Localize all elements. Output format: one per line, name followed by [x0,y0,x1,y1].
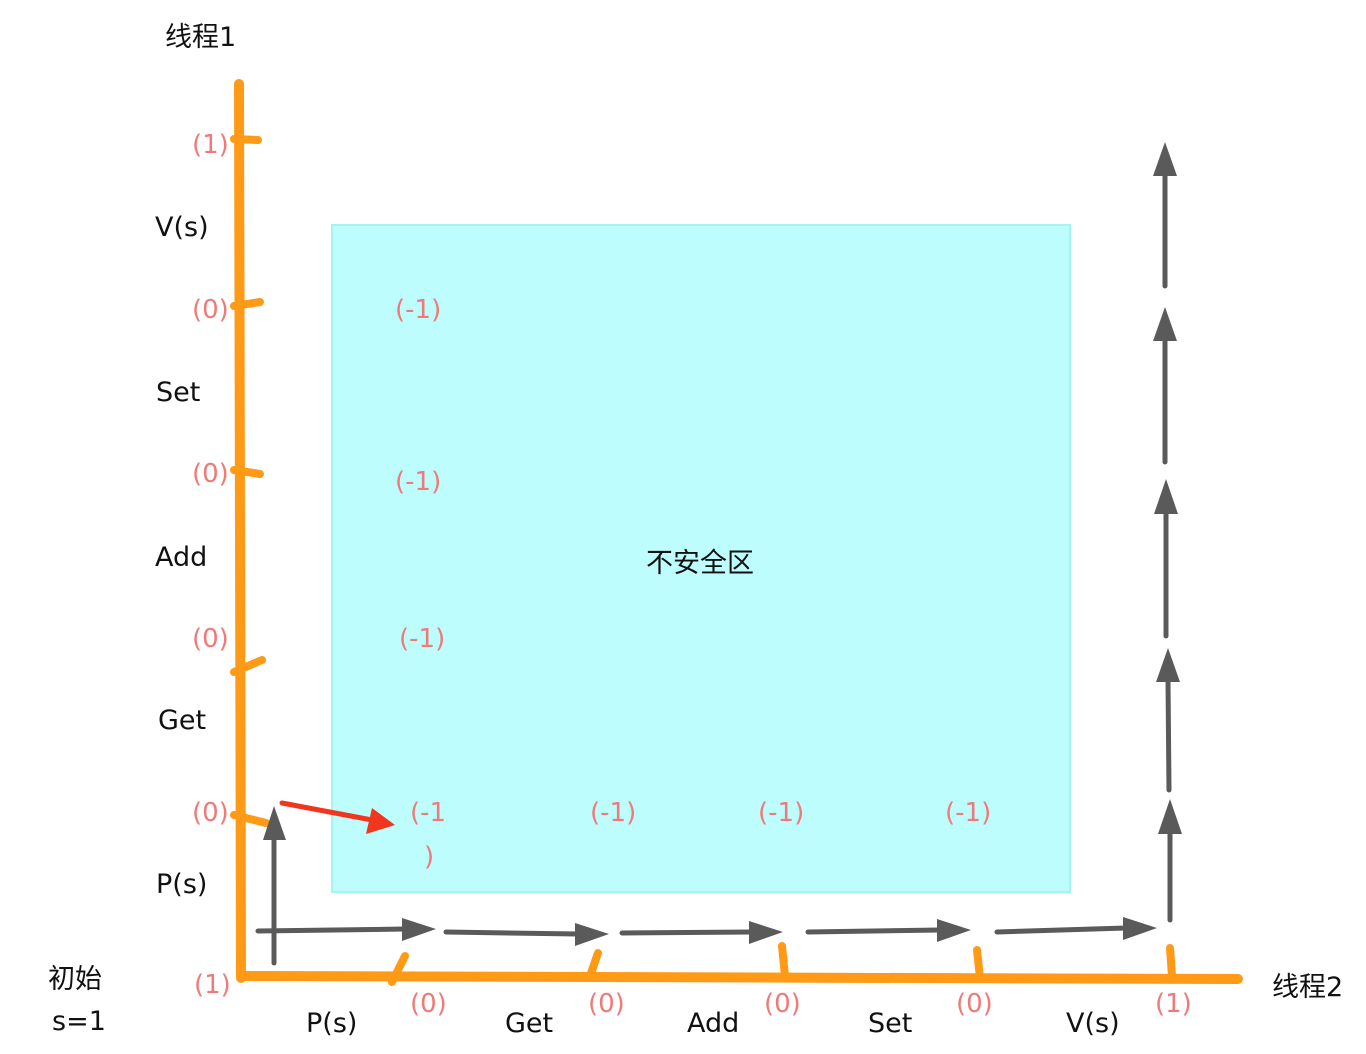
x-value: (0) [956,989,993,1019]
path-arrow-head [263,806,286,840]
zone-value: (-1) [399,624,445,654]
path-arrow-line [619,929,755,936]
path-arrow-head [1153,142,1177,176]
y-tick [230,656,266,676]
unsafe-zone [331,224,1071,893]
x-tick [388,952,409,986]
path-arrow-line [805,927,943,935]
zone-value: (-1) [590,798,636,828]
x-op-label: Set [868,1008,912,1039]
path-arrow-head [402,918,436,941]
x-op-label: V(s) [1066,1008,1120,1039]
y-value: (0) [192,798,229,828]
zone-value-wrap: ) [424,842,434,872]
path-arrow-head [1123,917,1157,940]
x-tick [586,949,602,980]
y-value: (1) [194,970,231,1000]
path-arrow-line [994,925,1129,935]
path-arrow-line [443,929,581,937]
y-value: (0) [192,459,229,489]
zone-value: (-1) [758,798,804,828]
origin-state-label: s=1 [52,1006,106,1037]
x-value: (0) [764,989,801,1019]
thread2-label: 线程2 [1272,972,1343,1003]
y-op-label: V(s) [155,212,209,243]
y-op-label: Set [156,377,200,408]
y-op-label: P(s) [156,869,207,900]
path-arrow-head [1154,479,1178,514]
red-arrow-line [279,800,375,823]
thread1-axis [234,79,246,983]
x-value: (0) [588,989,625,1019]
red-arrow-head [366,808,395,834]
y-tick [230,298,264,310]
y-op-label: Add [155,542,207,573]
origin-label: 初始 [48,964,102,995]
x-tick [778,942,789,980]
x-op-label: Add [687,1008,739,1039]
zone-value: (-1 [410,798,446,828]
x-op-label: P(s) [306,1008,357,1039]
path-arrow-head [749,921,783,944]
x-value: (1) [1155,989,1192,1019]
zone-value: (-1) [395,295,441,325]
zone-value: (-1) [945,798,991,828]
y-value: (0) [192,624,229,654]
thread1-label: 线程1 [165,22,236,53]
path-arrow-line [255,926,408,934]
x-tick [1166,944,1176,980]
y-op-label: Get [158,705,206,736]
x-op-label: Get [505,1008,553,1039]
path-arrow-head [1158,799,1182,834]
path-arrow-line [1165,677,1172,793]
x-value: (0) [410,989,447,1019]
unsafe-zone-label: 不安全区 [646,548,754,579]
y-tick [230,466,264,478]
path-arrow-head [1156,648,1180,682]
y-value: (1) [192,130,229,160]
path-arrow-head [575,923,609,946]
path-arrow-head [937,919,971,942]
x-tick [973,946,984,982]
y-tick [230,811,270,827]
zone-value: (-1) [395,467,441,497]
y-tick [230,135,262,144]
y-value: (0) [192,295,229,325]
path-arrow-head [1153,307,1177,341]
